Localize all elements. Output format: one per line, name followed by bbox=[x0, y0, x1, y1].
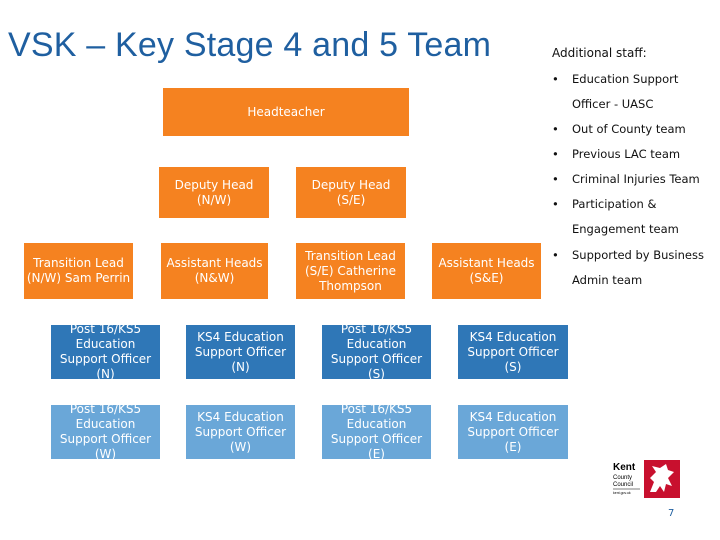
post16-officer-n-box: Post 16/KS5 Education Support Officer (N… bbox=[51, 322, 160, 381]
post16-officer-e-label: Post 16/KS5 Education Support Officer (E… bbox=[330, 402, 423, 461]
additional-staff-item-label: Participation & Engagement team bbox=[572, 197, 679, 236]
additional-staff-item: • Criminal Injuries Team bbox=[552, 167, 717, 192]
additional-staff-item-label: Out of County team bbox=[572, 122, 686, 136]
deputy-head-nw-box: Deputy Head (N/W) bbox=[159, 167, 269, 218]
svg-text:Council: Council bbox=[613, 482, 633, 488]
post16-officer-s-box: Post 16/KS5 Education Support Officer (S… bbox=[322, 322, 431, 381]
ks4-officer-s-label: KS4 Education Support Officer (S) bbox=[467, 329, 559, 374]
additional-staff-item-label: Previous LAC team bbox=[572, 147, 681, 161]
transition-lead-se-label: Transition Lead (S/E) Catherine Thompson bbox=[304, 248, 397, 293]
bullet-icon: • bbox=[552, 172, 559, 186]
kent-logo-icon: Kent County Council kent.gov.uk bbox=[613, 460, 680, 498]
headteacher-label: Headteacher bbox=[247, 104, 325, 119]
additional-staff-item-label: Education Support Officer - UASC bbox=[572, 72, 679, 111]
kent-county-council-logo: Kent County Council kent.gov.uk bbox=[612, 458, 684, 500]
bullet-icon: • bbox=[552, 122, 559, 136]
assistant-heads-se-label: Assistant Heads (S&E) bbox=[438, 256, 535, 285]
additional-staff-item: • Participation & Engagement team bbox=[552, 192, 717, 242]
bullet-icon: • bbox=[552, 147, 559, 161]
ks4-officer-s-box: KS4 Education Support Officer (S) bbox=[458, 325, 568, 379]
post16-officer-e-box: Post 16/KS5 Education Support Officer (E… bbox=[322, 402, 431, 461]
additional-staff-item: • Education Support Officer - UASC bbox=[552, 67, 717, 117]
transition-lead-nw-box: Transition Lead (N/W) Sam Perrin bbox=[24, 243, 133, 299]
post16-officer-w-box: Post 16/KS5 Education Support Officer (W… bbox=[51, 402, 160, 461]
ks4-officer-w-label: KS4 Education Support Officer (W) bbox=[194, 409, 287, 454]
ks4-officer-n-label: KS4 Education Support Officer (N) bbox=[194, 329, 287, 374]
bullet-icon: • bbox=[552, 72, 559, 86]
ks4-officer-n-box: KS4 Education Support Officer (N) bbox=[186, 325, 295, 379]
svg-text:kent.gov.uk: kent.gov.uk bbox=[613, 491, 631, 495]
additional-staff-item-label: Supported by Business Admin team bbox=[572, 248, 704, 287]
post16-officer-n-label: Post 16/KS5 Education Support Officer (N… bbox=[59, 322, 152, 381]
deputy-head-se-label: Deputy Head (S/E) bbox=[311, 177, 391, 207]
bullet-icon: • bbox=[552, 248, 559, 262]
assistant-heads-nw-box: Assistant Heads (N&W) bbox=[161, 243, 268, 299]
ks4-officer-e-label: KS4 Education Support Officer (E) bbox=[467, 409, 559, 454]
transition-lead-se-box: Transition Lead (S/E) Catherine Thompson bbox=[296, 243, 405, 299]
assistant-heads-nw-label: Assistant Heads (N&W) bbox=[166, 256, 263, 285]
additional-staff-item: • Supported by Business Admin team bbox=[552, 243, 717, 293]
svg-text:County: County bbox=[613, 475, 632, 481]
page-number: 7 bbox=[668, 508, 675, 519]
page-title: VSK – Key Stage 4 and 5 Team bbox=[8, 26, 492, 64]
bullet-icon: • bbox=[552, 197, 559, 211]
headteacher-box: Headteacher bbox=[163, 88, 409, 136]
additional-staff-heading: Additional staff: bbox=[552, 46, 647, 60]
additional-staff-item: • Out of County team bbox=[552, 117, 717, 142]
additional-staff-item: • Previous LAC team bbox=[552, 142, 717, 167]
deputy-head-se-box: Deputy Head (S/E) bbox=[296, 167, 406, 218]
assistant-heads-se-box: Assistant Heads (S&E) bbox=[432, 243, 541, 299]
deputy-head-nw-label: Deputy Head (N/W) bbox=[174, 177, 254, 207]
ks4-officer-w-box: KS4 Education Support Officer (W) bbox=[186, 405, 295, 459]
transition-lead-nw-label: Transition Lead (N/W) Sam Perrin bbox=[26, 256, 131, 285]
svg-text:Kent: Kent bbox=[613, 462, 636, 473]
ks4-officer-e-box: KS4 Education Support Officer (E) bbox=[458, 405, 568, 459]
post16-officer-s-label: Post 16/KS5 Education Support Officer (S… bbox=[330, 322, 423, 381]
additional-staff-item-label: Criminal Injuries Team bbox=[572, 172, 700, 186]
post16-officer-w-label: Post 16/KS5 Education Support Officer (W… bbox=[59, 402, 152, 461]
